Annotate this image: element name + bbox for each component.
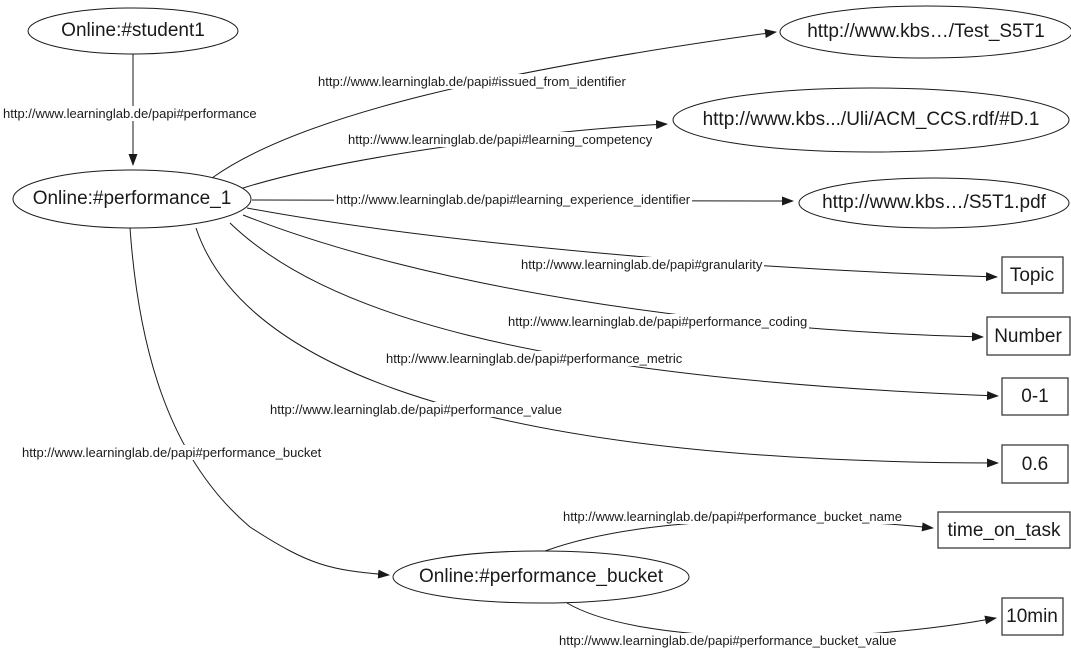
node-0-1-label: 0-1 bbox=[1021, 386, 1049, 407]
node-10min-shape bbox=[1001, 597, 1064, 636]
node-0-6-shape bbox=[1001, 444, 1069, 484]
node-s5t1-pdf-shape bbox=[798, 177, 1070, 229]
edge-issued-from-identifier bbox=[211, 29, 777, 179]
node-10min-label: 10min bbox=[1006, 606, 1058, 627]
edge-label-performance-bucket-name: http://www.learninglab.de/papi#performan… bbox=[561, 509, 904, 524]
edge-performance-coding bbox=[242, 214, 984, 342]
edge-performance-bucket-value bbox=[566, 602, 997, 638]
edge-performance-metric bbox=[229, 222, 999, 401]
node-student1-shape bbox=[27, 7, 239, 55]
edge-label-issued-from-identifier: http://www.learninglab.de/papi#issued_fr… bbox=[316, 74, 628, 89]
node-test-s5t1-label: http://www.kbs…/Test_S5T1 bbox=[807, 21, 1045, 42]
node-0-6-label: 0.6 bbox=[1021, 454, 1049, 475]
edge-label-performance-value: http://www.learninglab.de/papi#performan… bbox=[268, 402, 564, 417]
node-topic-label: Topic bbox=[1009, 265, 1055, 286]
node-time-on-task-label: time_on_task bbox=[947, 520, 1061, 541]
node-performance-1-shape bbox=[12, 169, 252, 229]
edge-performance-value bbox=[195, 227, 999, 468]
node-number-shape bbox=[986, 316, 1071, 356]
node-s5t1-pdf-label: http://www.kbs…/S5T1.pdf bbox=[822, 192, 1046, 213]
edge-granularity bbox=[246, 207, 998, 282]
node-acm-ccs-label: http://www.kbs.../Uli/ACM_CCS.rdf/#D.1 bbox=[702, 109, 1040, 130]
node-performance-bucket-label: Online:#performance_bucket bbox=[419, 566, 663, 587]
node-time-on-task-shape bbox=[937, 511, 1071, 549]
node-topic-shape bbox=[1001, 256, 1064, 294]
node-performance-bucket-shape bbox=[392, 550, 690, 604]
node-student1-label: Online:#student1 bbox=[61, 20, 205, 41]
edge-performance-bucket-name bbox=[544, 519, 934, 552]
edge-label-performance-coding: http://www.learninglab.de/papi#performan… bbox=[506, 314, 810, 329]
edge-label-performance: http://www.learninglab.de/papi#performan… bbox=[1, 106, 259, 121]
edge-performance-bucket bbox=[129, 227, 390, 579]
edge-label-performance-bucket-value: http://www.learninglab.de/papi#performan… bbox=[557, 633, 899, 648]
node-acm-ccs-shape bbox=[672, 87, 1070, 153]
edge-label-performance-bucket: http://www.learninglab.de/papi#performan… bbox=[20, 445, 324, 460]
node-test-s5t1-shape bbox=[779, 5, 1071, 59]
edge-label-performance-metric: http://www.learninglab.de/papi#performan… bbox=[384, 351, 685, 366]
edge-label-learning-competency: http://www.learninglab.de/papi#learning_… bbox=[346, 132, 655, 147]
edge-label-granularity: http://www.learninglab.de/papi#granulari… bbox=[519, 257, 765, 272]
node-number-label: Number bbox=[994, 326, 1062, 347]
node-performance-1-label: Online:#performance_1 bbox=[32, 188, 232, 209]
node-0-1-shape bbox=[1001, 377, 1069, 416]
edge-label-learning-experience-identifier: http://www.learninglab.de/papi#learning_… bbox=[334, 192, 693, 207]
edge-learning-competency bbox=[239, 120, 668, 190]
